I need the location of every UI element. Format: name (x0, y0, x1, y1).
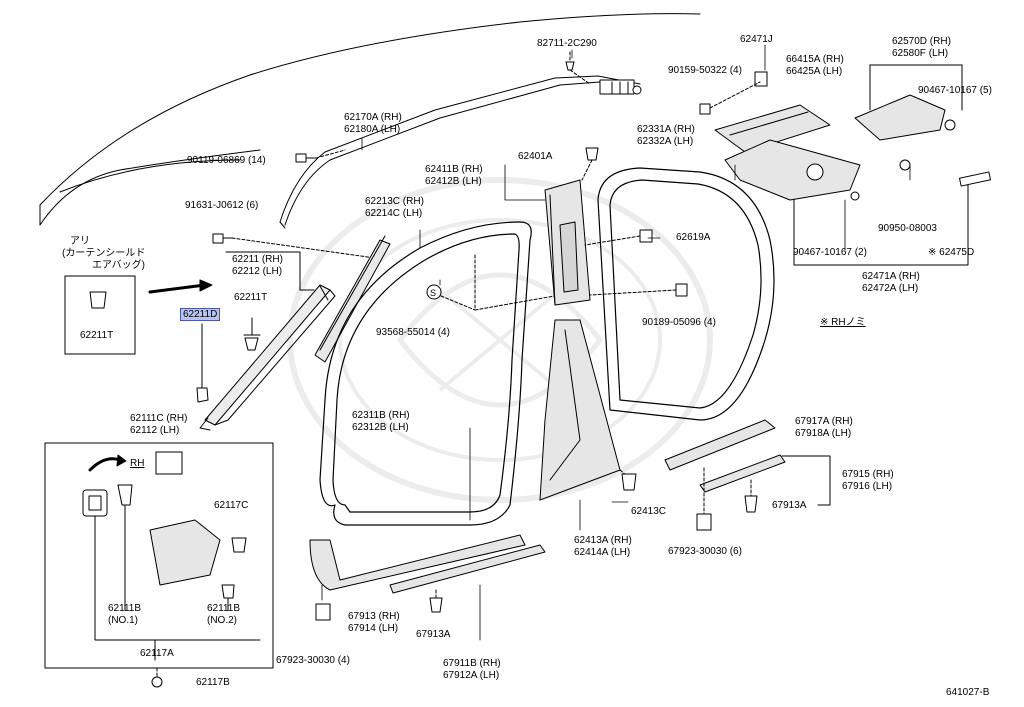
label-66425A: 66425A (LH) (786, 66, 843, 77)
clip-62413C (621, 473, 637, 491)
label-62331A: 62331A (RH) (637, 124, 695, 135)
car-body-outline (39, 13, 701, 226)
airbag-inset (64, 275, 213, 355)
label-90467-b: 90467-10167 (2) (793, 247, 867, 258)
label-67913A-a: 67913A (772, 500, 807, 511)
label-62401A: 62401A (518, 151, 553, 162)
clip-90119 (295, 149, 346, 163)
airbag-note-1: アリ (70, 236, 90, 247)
label-62619A: 62619A (676, 232, 711, 243)
label-91631: 91631-J0612 (6) (185, 200, 259, 211)
label-62580F: 62580F (LH) (892, 48, 949, 59)
label-62117A: 62117A (140, 648, 174, 659)
airbag-note-3: エアバッグ) (92, 260, 145, 271)
label-62180A: 62180A (LH) (344, 124, 401, 135)
label-90159: 90159-50322 (4) (668, 65, 742, 76)
label-67915: 67915 (RH) (842, 469, 894, 480)
front-pillar-garnish (199, 251, 336, 431)
clip-82711 (565, 51, 591, 85)
center-pillar-garnish-lower (539, 319, 633, 501)
center-pillar-upper (314, 235, 391, 363)
fastener-62211T (243, 317, 261, 351)
label-62471J: 62471J (740, 34, 773, 45)
label-93568: 93568-55014 (4) (376, 327, 450, 338)
label-62111B-no2-sub: (NO.2) (207, 615, 237, 626)
label-62111B-no1: 62111B (108, 603, 141, 614)
clip-62401A (581, 147, 599, 181)
label-62413A: 62413A (RH) (574, 535, 632, 546)
label-90189: 90189-05096 (4) (642, 317, 716, 328)
detail-box (44, 442, 274, 688)
label-67923-b: 67923-30030 (4) (276, 655, 350, 666)
label-62332A: 62332A (LH) (637, 136, 694, 147)
label-62111C: 62111C (RH) (130, 413, 188, 424)
label-62212: 62212 (LH) (232, 266, 283, 277)
label-62475D: ※ 62475D (928, 247, 975, 258)
label-67912A: 67912A (LH) (443, 670, 500, 681)
clip-91631 (212, 233, 376, 259)
front-door-weatherstrip (319, 221, 532, 526)
label-62211D-highlighted[interactable]: 62211D (180, 308, 221, 321)
label-62414A: 62414A (LH) (574, 547, 631, 558)
label-67913A-b: 67913A (416, 629, 451, 640)
label-90950: 90950-08003 (878, 223, 937, 234)
svg-text:S: S (430, 288, 436, 298)
label-62117B: 62117B (196, 677, 230, 688)
label-67923-a: 67923-30030 (6) (668, 546, 742, 557)
center-pillar-garnish-upper (544, 179, 591, 306)
watermark-emblem (287, 177, 713, 503)
package-tray-bracket (714, 71, 831, 153)
label-62311B: 62311B (RH) (352, 410, 410, 421)
rear-door-weatherstrip (597, 167, 775, 421)
label-62211T-a: 62211T (234, 292, 268, 303)
label-62213C: 62213C (RH) (365, 196, 424, 207)
clip-90189 (589, 283, 688, 297)
quarter-trim-lower (724, 139, 992, 266)
label-62472A: 62472A (LH) (862, 283, 919, 294)
roof-side-rail (279, 75, 642, 229)
label-82711: 82711-2C290 (537, 38, 597, 49)
note-rh-only: ※ RHノミ (820, 317, 866, 328)
front-scuff-plate (309, 534, 546, 621)
label-62570D: 62570D (RH) (892, 36, 951, 47)
label-67913: 67913 (RH) (348, 611, 400, 622)
rear-scuff-plate (664, 419, 831, 531)
label-67916: 67916 (LH) (842, 481, 893, 492)
fastener-62211D (196, 323, 209, 403)
diagram-id: 641027-B (946, 687, 990, 698)
label-67917A: 67917A (RH) (795, 416, 853, 427)
leader-lines (321, 44, 911, 641)
quarter-trim-upper (854, 64, 963, 141)
clip-62619A (584, 229, 653, 246)
label-62211: 62211 (RH) (232, 254, 283, 265)
screw-93568: S (426, 254, 561, 311)
label-62471A: 62471A (RH) (862, 271, 920, 282)
label-67911B: 67911B (RH) (443, 658, 501, 669)
label-62412B: 62412B (LH) (425, 176, 482, 187)
label-67918A: 67918A (LH) (795, 428, 852, 439)
label-62211T-b: 62211T (80, 330, 114, 341)
label-62111B-no2: 62111B (207, 603, 240, 614)
label-62214C: 62214C (LH) (365, 208, 423, 219)
label-62112: 62112 (LH) (130, 425, 180, 436)
label-62411B: 62411B (RH) (425, 164, 483, 175)
clip-90159 (699, 81, 761, 115)
label-66415A: 66415A (RH) (786, 54, 844, 65)
label-62111B-no1-sub: (NO.1) (108, 615, 138, 626)
label-90467-a: 90467-10167 (5) (918, 85, 992, 96)
label-90119: 90119-06869 (14) (187, 155, 266, 166)
label-62312B: 62312B (LH) (352, 422, 409, 433)
detail-rh-tag: RH (130, 458, 145, 469)
label-62413C: 62413C (631, 506, 667, 517)
label-62170A: 62170A (RH) (344, 112, 402, 123)
airbag-note-2: (カーテンシールド (62, 248, 146, 259)
label-67914: 67914 (LH) (348, 623, 399, 634)
label-62117C: 62117C (214, 500, 249, 511)
